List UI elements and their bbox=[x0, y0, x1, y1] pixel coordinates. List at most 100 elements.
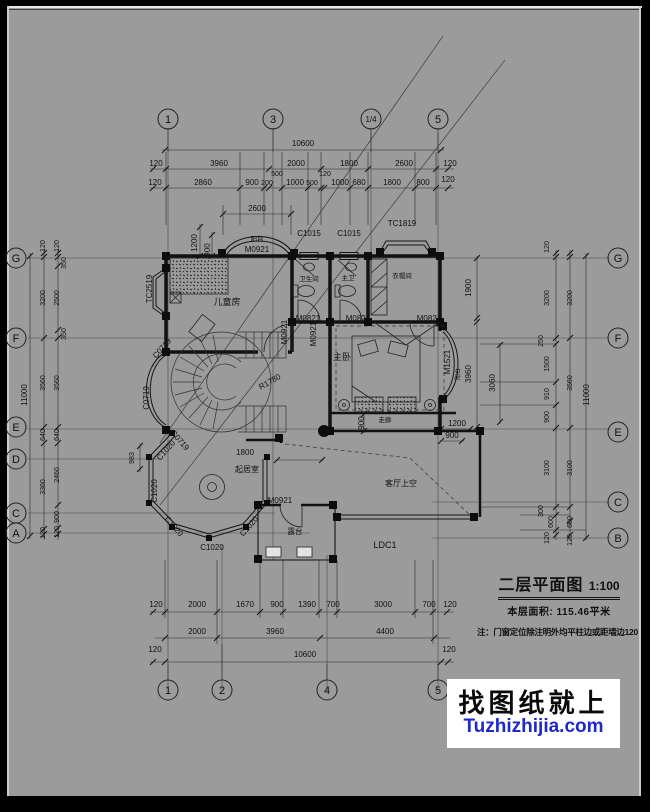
label-axes-bottom-1: 2 bbox=[219, 685, 225, 697]
column bbox=[288, 252, 296, 260]
label-rooms-bath: 卫生间 bbox=[299, 274, 319, 283]
label-dims-top_row2-5: 1000 bbox=[286, 178, 304, 187]
column bbox=[243, 524, 249, 530]
label-openings-c1020: C1020 bbox=[150, 479, 159, 503]
label-dims-top_row2-1: 2860 bbox=[194, 178, 212, 187]
bed-master bbox=[351, 335, 421, 403]
label-axes-left-5: A bbox=[12, 528, 20, 540]
column bbox=[264, 500, 270, 506]
label-dims-right_col2-3: 600 bbox=[567, 516, 574, 528]
parapet-post-b bbox=[296, 546, 313, 558]
label-dims-right_col1-4: 910 bbox=[544, 388, 551, 400]
column bbox=[162, 264, 170, 272]
label-dims-right_inner-1: 3960 bbox=[464, 365, 473, 383]
column bbox=[326, 318, 334, 326]
door-children bbox=[263, 323, 293, 353]
watermark-url: Tuzhizhijia.com bbox=[463, 716, 604, 738]
label-dims-right_col1-3: 1500 bbox=[544, 356, 551, 372]
label-dims-top_row2-9: 680 bbox=[352, 178, 366, 187]
lamp-right bbox=[424, 399, 436, 411]
label-dims-right_total: 11000 bbox=[582, 384, 591, 406]
axis-bubble bbox=[607, 421, 629, 443]
table-sitting bbox=[199, 474, 225, 500]
label-dims-right_col2-4: 120 bbox=[567, 534, 574, 546]
label-dims-left_col2-6: 2460 bbox=[54, 467, 61, 483]
door-terrace bbox=[279, 504, 303, 528]
axis-bubble bbox=[607, 527, 629, 549]
axis-bubble bbox=[360, 108, 382, 130]
column bbox=[169, 524, 175, 530]
label-dims-left_col1-5: 120 bbox=[40, 527, 47, 539]
spiral-stair bbox=[170, 331, 287, 433]
label-dims-left_col2-1: 350 bbox=[61, 257, 68, 269]
label-axes-right-0: G bbox=[614, 253, 623, 265]
label-dims-top_row1-2: 2000 bbox=[287, 159, 305, 168]
label-openings-m0821: M0821 bbox=[346, 314, 371, 323]
label-axes-left-3: D bbox=[12, 454, 20, 466]
axis-bubble bbox=[5, 327, 27, 349]
label-openings-c1020: C1020 bbox=[200, 543, 224, 552]
label-dims-top_row2-3: 200 bbox=[261, 180, 273, 187]
axis-bubble bbox=[211, 679, 233, 701]
label-axes-top-1: 3 bbox=[270, 114, 276, 126]
label-openings-m1521: M1521 bbox=[443, 349, 452, 374]
toilet-bath bbox=[297, 285, 315, 297]
label-openings-c1015: C1015 bbox=[297, 229, 321, 238]
column bbox=[364, 318, 372, 326]
label-dims-plan_inner-0: 1800 bbox=[236, 448, 254, 457]
column bbox=[428, 248, 436, 256]
label-dims-bottom_row1-6: 3000 bbox=[374, 600, 392, 609]
label-dims-left_col2-8: 120 bbox=[54, 526, 61, 538]
drawing-title: 二层平面图 1:100 bbox=[498, 571, 620, 600]
parapet-post-a bbox=[265, 546, 282, 558]
label-dims-right_col1-9: 120 bbox=[544, 532, 551, 544]
label-dims-right_inner-4: 900 bbox=[445, 431, 459, 440]
column bbox=[169, 430, 175, 436]
label-dims-bottom_end-0: 120 bbox=[148, 645, 162, 654]
axis-bubble bbox=[157, 108, 179, 130]
axis-bubble bbox=[5, 247, 27, 269]
label-openings-m0821: M0821 bbox=[296, 314, 321, 323]
label-axes-left-2: E bbox=[12, 422, 19, 434]
column bbox=[162, 426, 170, 434]
column bbox=[364, 252, 372, 260]
label-dims-right_col1-7: 300 bbox=[538, 505, 545, 517]
label-dims-top_row1-4: 2600 bbox=[395, 159, 413, 168]
floor-area: 本层面积: 115.46平米 bbox=[470, 603, 648, 618]
label-rooms-void: 客厅上空 bbox=[385, 478, 417, 488]
label-dims-right_col1-5: 900 bbox=[544, 411, 551, 423]
label-openings-m0921: M0921 bbox=[309, 321, 318, 346]
bed-children bbox=[169, 257, 229, 295]
area-value: 115.46平米 bbox=[556, 607, 611, 618]
axis-bubble bbox=[316, 679, 338, 701]
label-dims-top_v-0: 1200 bbox=[190, 234, 199, 252]
label-axes-right-2: E bbox=[614, 427, 621, 439]
title-block: 二层平面图 1:100 本层面积: 115.46平米 bbox=[470, 571, 648, 618]
label-dims-right_col2-2: 3100 bbox=[567, 460, 574, 476]
label-dims-top_row2-4: 500 bbox=[271, 171, 283, 178]
label-dims-top_row2-7: 120 bbox=[319, 171, 331, 178]
ceiling-dashed bbox=[335, 325, 445, 411]
label-dims-left_col2-4: 3560 bbox=[54, 375, 61, 391]
axis-bubble bbox=[262, 108, 284, 130]
column bbox=[162, 252, 170, 260]
label-dims-left_col2-2: 2500 bbox=[54, 290, 61, 306]
axis-bubble bbox=[427, 108, 449, 130]
label-rooms-master: 主卧 bbox=[333, 351, 351, 362]
label-rooms-children: 儿童房 bbox=[213, 296, 240, 307]
column bbox=[206, 535, 212, 541]
label-rooms-balcony_top: 阳台 bbox=[251, 234, 264, 243]
column bbox=[254, 555, 262, 563]
label-dims-bottom_row1-4: 1390 bbox=[298, 600, 316, 609]
column bbox=[275, 434, 283, 442]
axis-bubble bbox=[607, 247, 629, 269]
column bbox=[288, 318, 296, 326]
label-openings-m0821: M0821 bbox=[417, 314, 442, 323]
column bbox=[376, 248, 384, 256]
label-dims-bottom_row1-5: 700 bbox=[326, 600, 340, 609]
axis-bubble bbox=[5, 448, 27, 470]
column bbox=[146, 454, 152, 460]
label-dims-top_row1-0: 120 bbox=[149, 159, 163, 168]
drawing-scale: 1:100 bbox=[588, 579, 620, 593]
label-dims-left_col2-5: 640 bbox=[54, 429, 61, 441]
